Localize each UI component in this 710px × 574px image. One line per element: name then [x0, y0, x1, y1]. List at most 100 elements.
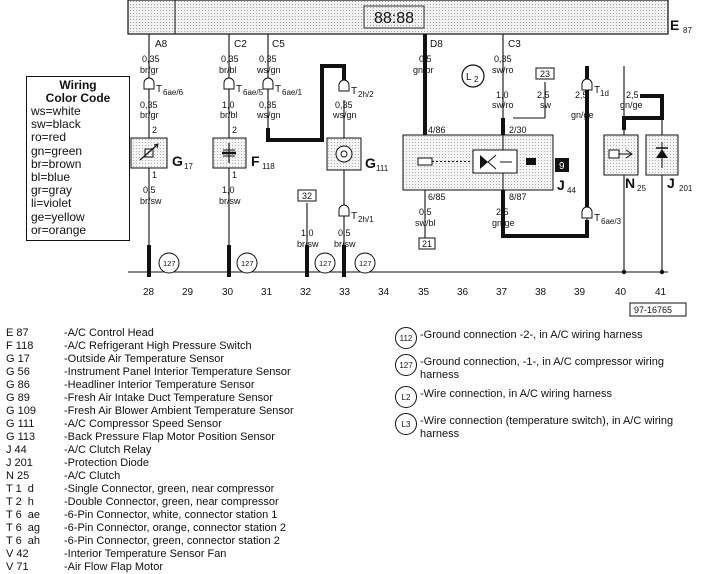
connector-t6ae3: T 6ae/3	[581, 206, 622, 226]
component-legend: E 87-A/C Control Head F 118-A/C Refriger…	[6, 327, 386, 574]
connection-legend-row: 112 -Ground connection -2-, in A/C wirin…	[395, 327, 705, 349]
legend-code: T 2 h	[6, 496, 34, 508]
ground-symbols: 127 127 127 127	[158, 252, 376, 274]
svg-text:J: J	[557, 177, 565, 193]
wire-label: 1,0	[222, 185, 235, 195]
connection-legend: 112 -Ground connection -2-, in A/C wirin…	[395, 327, 705, 445]
legend-row: G 111-A/C Compressor Speed Sensor	[6, 418, 386, 431]
wire-label: 2,5	[575, 90, 588, 100]
legend-desc: -A/C Refrigerant High Pressure Switch	[64, 340, 252, 352]
wire-label: br/sw	[219, 196, 241, 206]
svg-text:6ae/3: 6ae/3	[601, 217, 622, 226]
legend-desc: -A/C Clutch Relay	[64, 444, 152, 456]
color-code-entry: gr=gray	[31, 183, 73, 198]
track-number: 36	[457, 287, 469, 298]
svg-text:6ae/6: 6ae/6	[163, 88, 184, 97]
wire-label: 0,5	[143, 185, 156, 195]
legend-desc: -Outside Air Temperature Sensor	[64, 353, 224, 365]
connector-t1d: T 1d	[581, 78, 609, 98]
track-number: 29	[182, 287, 194, 298]
legend-row: G 86-Headliner Interior Temperature Sens…	[6, 379, 386, 392]
ground-connection-icon: 127	[314, 252, 336, 274]
legend-code: V 42	[6, 548, 29, 560]
wire-label: br/sw	[334, 239, 356, 249]
component-f118: F 118 2 1	[212, 125, 275, 180]
svg-text:127: 127	[319, 259, 332, 268]
svg-text:127: 127	[359, 259, 372, 268]
legend-desc: -6-Pin Connector, white, connector stati…	[64, 509, 278, 521]
connector-t6ae5: T 6ae/5	[223, 77, 264, 97]
ground-connection-icon: 127	[236, 252, 258, 274]
track-number: 33	[339, 287, 351, 298]
color-code-entry: br=brown	[31, 156, 82, 171]
track-number: 35	[418, 287, 430, 298]
track-number: 38	[535, 287, 547, 298]
wires	[128, 34, 668, 277]
legend-row: J 201-Protection Diode	[6, 457, 386, 470]
svg-text:T: T	[594, 85, 600, 96]
ref-box-21: 21	[418, 237, 436, 250]
svg-text:T: T	[594, 213, 600, 224]
legend-code: J 44	[6, 444, 27, 456]
legend-row: T 2 h-Double Connector, green, near comp…	[6, 496, 386, 509]
wire-label: br/sw	[297, 239, 319, 249]
pin-label: D8	[430, 39, 443, 50]
track-number: 40	[615, 287, 627, 298]
connector-t2h2: T 2h/2	[338, 79, 374, 99]
legend-code: N 25	[6, 470, 30, 482]
connection-legend-row: L2 -Wire connection, in A/C wiring harne…	[395, 386, 705, 408]
svg-text:T: T	[156, 84, 162, 95]
legend-code: G 89	[6, 392, 30, 404]
legend-row: T 6 ae -6-Pin Connector, white, connector…	[6, 509, 386, 522]
temperature-sensor-icon	[139, 143, 159, 161]
legend-code: G 109	[6, 405, 36, 417]
wire-label: 0,5	[338, 228, 351, 238]
wire-connection-icon: L3	[395, 413, 417, 435]
color-code-title: Color Code	[45, 91, 111, 105]
color-code-entry: or=orange	[31, 222, 87, 237]
wire-label: 1,0	[496, 90, 509, 100]
legend-code: T 6 ae	[6, 509, 41, 521]
svg-text:1d: 1d	[600, 89, 609, 98]
legend-code: G 56	[6, 366, 30, 378]
legend-row: N 25-A/C Clutch	[6, 470, 386, 483]
track-number: 31	[261, 287, 273, 298]
ground-connection-icon: 127	[354, 252, 376, 274]
svg-text:2h/1: 2h/1	[358, 215, 374, 224]
legend-code: E 87	[6, 327, 29, 339]
color-code-entry: bl=blue	[31, 170, 71, 185]
color-code-entry: ro=red	[31, 130, 67, 145]
head-label: E	[670, 17, 679, 33]
wiring-color-code-box: Wiring Color Code ws=white sw=black ro=r…	[26, 76, 130, 242]
connection-legend-row: L3 -Wire connection (temperature switch)…	[395, 413, 705, 440]
color-code-entry: ge=yellow	[31, 209, 85, 224]
legend-code: J 201	[6, 457, 33, 469]
svg-text:4/86: 4/86	[428, 125, 446, 135]
svg-text:T: T	[351, 211, 357, 222]
wire-label: 2,5	[496, 207, 509, 217]
svg-text:1: 1	[232, 170, 237, 180]
svg-text:9: 9	[559, 161, 565, 172]
legend-desc: -A/C Control Head	[64, 327, 154, 339]
wire-label: sw/ro	[492, 65, 514, 75]
legend-row: T 6 ag-6-Pin Connector, orange, connecto…	[6, 522, 386, 535]
pin-label: C2	[234, 39, 247, 50]
connection-legend-desc: -Wire connection (temperature switch), i…	[420, 415, 674, 440]
track-number: 37	[496, 287, 508, 298]
pin-label: A8	[155, 39, 168, 50]
component-j44-relay: 4/86 6/85 2/30 8/87 9 J 44	[402, 125, 576, 202]
legend-row: G 17-Outside Air Temperature Sensor	[6, 353, 386, 366]
legend-row: G 56-Instrument Panel Interior Temperatu…	[6, 366, 386, 379]
connector-t2h1: T 2h/1	[338, 204, 374, 224]
wire-label: ws/gn	[256, 65, 281, 75]
control-head-e87: 88:88 E 87	[127, 0, 692, 35]
speed-sensor-icon	[335, 145, 353, 163]
svg-text:2: 2	[232, 125, 237, 135]
legend-row: E 87 -A/C Control Head	[6, 327, 386, 340]
svg-text:F: F	[251, 153, 260, 169]
svg-text:G: G	[365, 155, 376, 171]
svg-text:N: N	[625, 175, 635, 191]
svg-text:2: 2	[474, 75, 479, 84]
wire-label: br/gr	[140, 65, 159, 75]
track-number: 41	[655, 287, 667, 298]
